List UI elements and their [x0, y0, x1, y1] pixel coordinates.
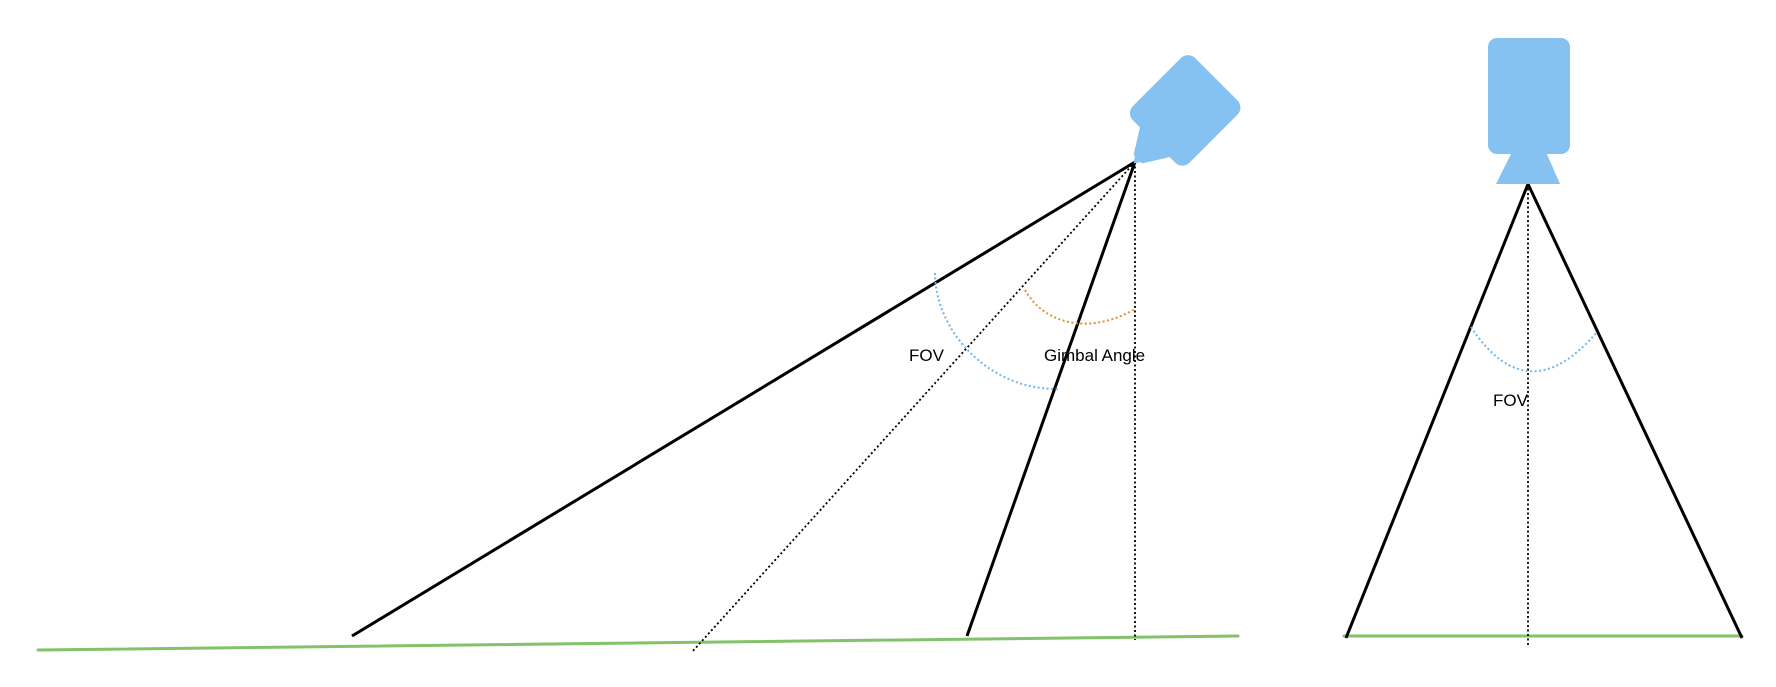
video-camera-icon: [1129, 55, 1241, 166]
front-view: FOV: [1342, 38, 1744, 645]
gimbal-angle-label: Gimbal Angle: [1044, 346, 1145, 365]
fov-label-front: FOV: [1493, 391, 1529, 410]
fov-near-ray: [965, 161, 1137, 637]
video-camera-icon: [1488, 38, 1570, 184]
fov-label: FOV: [909, 346, 945, 365]
optical-axis-line: [691, 161, 1136, 653]
fov-left-ray: [1344, 183, 1530, 639]
fov-arc-front: [1470, 326, 1598, 373]
fov-far-ray: [351, 160, 1136, 638]
ground-line: [36, 634, 1240, 652]
fov-right-ray: [1526, 183, 1744, 639]
side-view: FOV Gimbal Angle: [36, 55, 1241, 653]
gimbal-angle-arc: [1024, 289, 1136, 325]
fov-arc: [934, 272, 1059, 391]
